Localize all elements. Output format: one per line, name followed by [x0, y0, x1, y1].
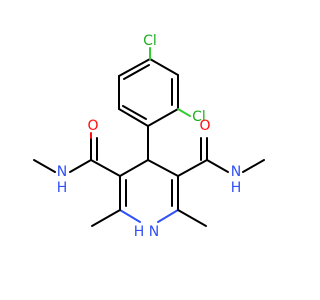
oxygen-right-label: O	[199, 118, 210, 134]
nitrogen-ring-label: N	[149, 224, 159, 240]
bond-methyl-left	[91, 209, 121, 227]
bond	[119, 209, 141, 223]
bond	[123, 64, 150, 80]
bond	[118, 108, 149, 127]
nitrogen-left-label: N	[57, 164, 67, 180]
bond	[90, 159, 121, 177]
hydrogen-left-label: H	[57, 180, 68, 196]
structure-svg: Cl Cl O O N H N H H N	[33, 33, 265, 240]
bond	[149, 58, 179, 76]
bond-methyl-right	[177, 209, 207, 227]
hydrogen-right-label: H	[231, 180, 242, 196]
phenyl-ring	[118, 58, 179, 127]
bond	[69, 159, 92, 173]
dihydropyridine-ring	[119, 159, 179, 223]
bond	[177, 159, 208, 177]
bond	[119, 159, 149, 177]
bond-methyl-n-left	[33, 159, 56, 173]
bond	[118, 58, 151, 77]
hydrogen-ring-label: H	[134, 224, 145, 240]
chlorine-right-label: Cl	[192, 109, 206, 125]
molecule-diagram: Cl Cl O O N H N H H N	[33, 33, 265, 240]
chlorine-top-label: Cl	[143, 33, 157, 49]
oxygen-left-label: O	[87, 118, 98, 134]
bond	[147, 108, 179, 127]
bond	[206, 159, 229, 173]
bond	[147, 159, 179, 177]
bond	[122, 105, 147, 120]
bond-methyl-n-right	[242, 159, 265, 173]
bond	[157, 209, 179, 223]
nitrogen-right-label: N	[231, 164, 241, 180]
bond-cl-right	[177, 108, 191, 117]
